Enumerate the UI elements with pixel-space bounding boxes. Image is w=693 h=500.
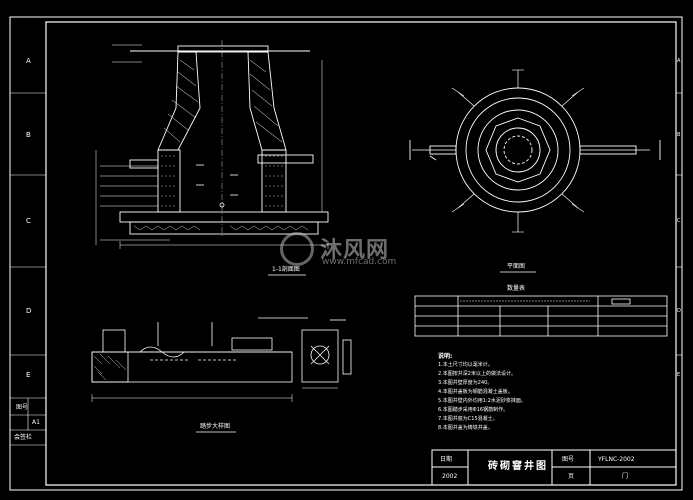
quantity-table (414, 295, 668, 337)
note-item: 1.本土尺寸均以毫米计。 (438, 362, 493, 368)
watermark-logo-icon (280, 232, 314, 266)
note-item: 2.本图按井深2米以上的做法设计。 (438, 371, 516, 377)
title-block (431, 449, 677, 486)
title-project-label: 图号 (562, 456, 575, 463)
notes-heading: 说明: (438, 353, 453, 360)
title-project-value: YFLNC-2002 (598, 456, 635, 463)
zone-left-b: B (26, 131, 31, 139)
left-table-drawing-no: 图号 (16, 404, 29, 411)
drawing-title: 砖砌窨井图 (488, 461, 548, 472)
left-table-countersign: 会签栏 (14, 434, 33, 441)
title-sheet-value: 门 (622, 473, 629, 480)
step-detail (91, 317, 308, 402)
zone-left-e: E (26, 371, 31, 379)
section-view (95, 40, 329, 249)
note-item: 4.本图井盖板为钢筋混凝土盖板。 (438, 389, 513, 395)
note-item: 7.本图井底为C15混凝土。 (438, 416, 498, 422)
watermark-url: www.mfcad.com (322, 257, 397, 267)
note-item: 3.本图井壁厚度为240。 (438, 380, 493, 386)
zone-left-c: C (26, 217, 31, 225)
step-detail-label: 踏步大样图 (200, 423, 231, 430)
zone-left-d: D (26, 307, 32, 315)
title-sheet-label: 页 (568, 473, 575, 480)
title-date-label: 日期 (440, 456, 453, 463)
design-notes: 说明: 1.本土尺寸均以毫米计。 2.本图按井深2米以上的做法设计。 3.本图井… (438, 352, 526, 433)
left-table-size: A1 (32, 419, 40, 426)
title-date-value: 2002 (442, 473, 458, 480)
zone-right-d: D (677, 308, 681, 314)
note-item: 5.本图井壁内外均用1:2水泥砂浆抹面。 (438, 398, 526, 404)
zone-right-e: E (677, 372, 681, 378)
zone-right-b: B (677, 132, 681, 138)
note-item: 6.本图踏步采用Φ16钢筋制作。 (438, 407, 509, 413)
plan-view-label: 平面图 (507, 263, 526, 270)
zone-left-a: A (26, 57, 31, 65)
section-view-label: 1-1剖面图 (272, 266, 300, 273)
plan-view (409, 69, 661, 233)
note-item: 8.本图井盖为铸铁井盖。 (438, 425, 493, 431)
zone-right-c: C (677, 218, 681, 224)
cover-detail (301, 319, 352, 389)
watermark-text: 沐风网 (320, 238, 390, 263)
zone-right-a: A (677, 58, 681, 64)
quantity-table-label: 数量表 (507, 285, 526, 292)
